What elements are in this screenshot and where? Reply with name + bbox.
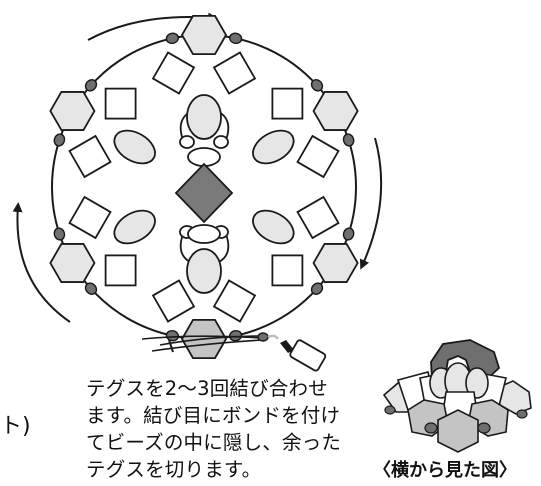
oval-bead xyxy=(113,129,156,165)
side-small-bead xyxy=(384,405,396,415)
small-dark-bead xyxy=(165,329,180,342)
square-bead xyxy=(68,195,112,240)
right-arrow xyxy=(359,137,383,270)
top-small-connector xyxy=(213,135,229,149)
square-bead xyxy=(296,134,340,179)
side-view-caption: 〈横から見た図〉 xyxy=(373,460,517,481)
square-bead xyxy=(271,87,304,120)
hexagon-bead xyxy=(312,243,359,283)
glue-drop xyxy=(267,334,280,340)
square-bead xyxy=(104,87,137,120)
square-bead xyxy=(151,51,196,95)
top-oval-bead xyxy=(186,94,222,140)
side-view-diagram xyxy=(382,339,532,453)
hexagon-bead xyxy=(180,14,228,55)
instruction-line: ます。結び目にボンドを付け xyxy=(86,404,341,427)
small-dark-bead xyxy=(84,79,98,92)
side-small-bead xyxy=(516,409,528,419)
instruction-line: テグスを2〜3回結び合わせ xyxy=(86,377,328,400)
side-hexagon-bead xyxy=(437,409,479,453)
hexagon-bead xyxy=(49,91,96,131)
square-bead xyxy=(271,254,304,287)
square-bead xyxy=(212,51,257,95)
bottom-oval-bead xyxy=(186,248,222,294)
left-arrow xyxy=(12,202,71,323)
glue-bottle xyxy=(289,339,327,372)
small-dark-bead xyxy=(342,227,355,241)
top-view-bead-ring xyxy=(49,14,359,372)
side-small-bead xyxy=(477,422,491,434)
oval-bead xyxy=(252,129,295,165)
small-dark-bead xyxy=(165,32,180,45)
thread-tail xyxy=(141,335,263,340)
side-small-bead xyxy=(424,422,438,434)
glue-nozzle xyxy=(280,340,294,353)
small-dark-bead xyxy=(53,227,66,241)
center-diamond-bead xyxy=(174,162,234,224)
instruction-text: テグスを2〜3回結び合わせ ます。結び目にボンドを付け てビーズの中に隠し、余っ… xyxy=(86,375,364,483)
bottom-flat-bead xyxy=(187,224,221,244)
oval-bead xyxy=(252,209,295,245)
square-bead xyxy=(151,279,196,323)
small-dark-bead xyxy=(310,79,324,92)
thread-tail xyxy=(151,339,263,352)
square-bead xyxy=(68,134,112,179)
edge-text-fragment: ト) xyxy=(0,414,31,439)
small-dark-bead xyxy=(342,133,355,147)
small-dark-bead xyxy=(228,32,243,45)
knot-mark xyxy=(168,339,174,353)
square-bead xyxy=(104,254,137,287)
small-dark-bead xyxy=(53,133,66,147)
top-small-connector xyxy=(179,135,195,149)
oval-bead xyxy=(113,209,156,245)
knot-bead xyxy=(257,332,269,342)
side-oval-bead xyxy=(465,367,489,399)
small-dark-bead xyxy=(310,282,324,295)
instruction-line: テグスを切ります。 xyxy=(86,458,262,481)
instruction-line: てビーズの中に隠し、余った xyxy=(86,431,342,454)
small-dark-bead xyxy=(84,282,98,295)
square-bead xyxy=(296,195,340,240)
square-bead xyxy=(212,279,257,323)
hexagon-bead xyxy=(312,91,359,131)
hexagon-bead xyxy=(49,243,96,283)
